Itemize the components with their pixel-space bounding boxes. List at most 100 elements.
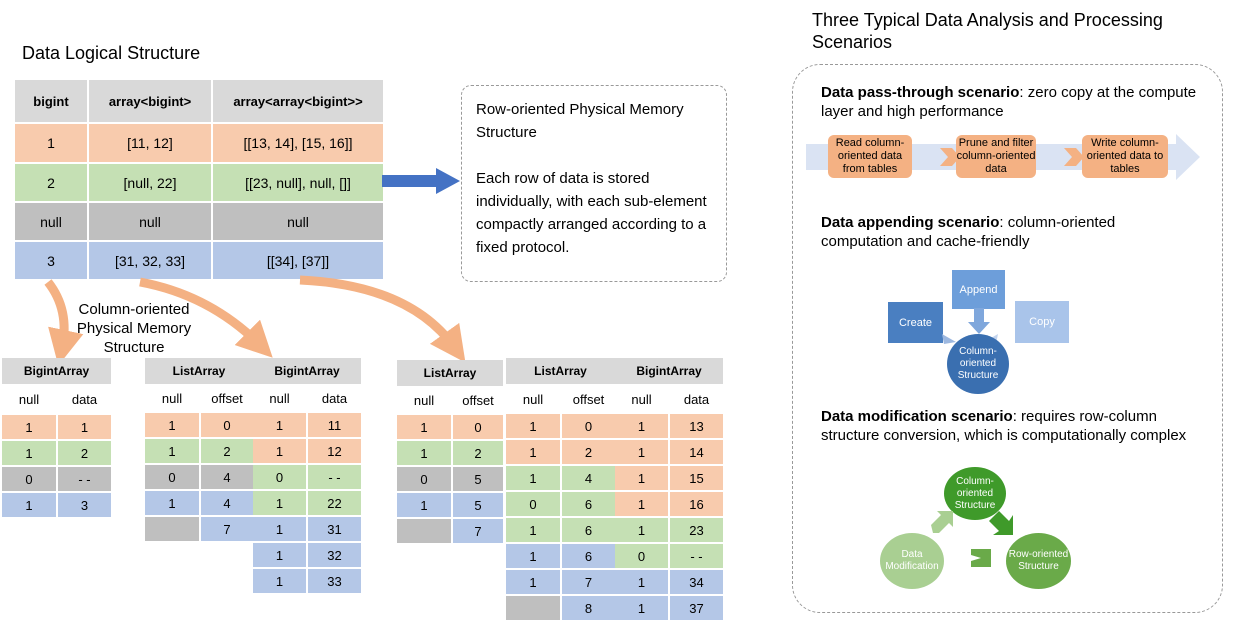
- logical-cell: 1: [15, 124, 89, 164]
- array-title: ListArray: [145, 358, 255, 386]
- array-cell: 7: [453, 519, 505, 545]
- array-cell: 1: [253, 543, 308, 569]
- flow-step-prune: Prune and filter column-oriented data: [956, 135, 1036, 178]
- row-box-title: Row-oriented Physical Memory Structure: [476, 101, 684, 141]
- column-structure-circle-1: Column-oriented Structure: [947, 334, 1009, 394]
- left-title: Data Logical Structure: [22, 43, 201, 63]
- scenario3-title: Data modification scenario: requires row…: [821, 407, 1191, 445]
- array-cell: 16: [670, 492, 725, 518]
- array-header: null: [615, 386, 670, 414]
- array-cell: 4: [201, 491, 255, 517]
- logical-cell: [11, 12]: [89, 124, 213, 164]
- array-cell: 0: [253, 465, 308, 491]
- column-structure-circle-2: Column-oriented Structure: [944, 467, 1006, 520]
- array-cell: 8: [562, 596, 617, 622]
- array-cell: 1: [506, 414, 562, 440]
- array-title: ListArray: [506, 358, 617, 386]
- array-cell: [145, 517, 201, 543]
- array-cell: 7: [562, 570, 617, 596]
- flow-step-read: Read column-oriented data from tables: [828, 135, 912, 178]
- right-title: Three Typical Data Analysis and Processi…: [812, 10, 1163, 52]
- array-cell: - -: [308, 465, 363, 491]
- array-cell: 23: [670, 518, 725, 544]
- logical-cell: null: [213, 203, 385, 242]
- array-header: null: [397, 388, 453, 415]
- array-header: offset: [201, 386, 255, 413]
- array-cell: 5: [453, 467, 505, 493]
- array-header: null: [145, 386, 201, 413]
- array-cell: 6: [562, 544, 617, 570]
- array-header: offset: [453, 388, 505, 415]
- array-title: ListArray: [397, 360, 505, 388]
- array-cell: 1: [397, 441, 453, 467]
- array-cell: 0: [397, 467, 453, 493]
- array-cell: 1: [506, 518, 562, 544]
- array-cell: 1: [506, 570, 562, 596]
- array-cell: 1: [506, 440, 562, 466]
- array-header: offset: [562, 386, 617, 414]
- array-header: null: [253, 386, 308, 413]
- array-cell: 1: [615, 518, 670, 544]
- append-box: Append: [952, 270, 1005, 309]
- array-cell: 0: [562, 414, 617, 440]
- array-cell: 3: [58, 493, 113, 519]
- logical-cell: [null, 22]: [89, 164, 213, 203]
- array-cell: 1: [253, 413, 308, 439]
- array-cell: 2: [453, 441, 505, 467]
- array-cell: 31: [308, 517, 363, 543]
- array-cell: 1: [253, 439, 308, 465]
- scenario1-desc: : zero copy at the compute layer and hig…: [821, 84, 1197, 120]
- logical-cell: 3: [15, 242, 89, 281]
- scenario1-name: Data pass-through scenario: [821, 84, 1020, 101]
- array-cell: 0: [2, 467, 58, 493]
- logical-cell: [[34], [37]]: [213, 242, 385, 281]
- flow-step-write: Write column-oriented data to tables: [1082, 135, 1168, 178]
- logical-cell: [[13, 14], [15, 16]]: [213, 124, 385, 164]
- array-cell: 4: [201, 465, 255, 491]
- scenario1-title: Data pass-through scenario: zero copy at…: [821, 83, 1201, 121]
- logical-header: array<array<bigint>>: [213, 80, 385, 124]
- array-header: null: [2, 386, 58, 415]
- row-box-body: Each row of data is stored individually,…: [476, 170, 707, 256]
- array-cell: 34: [670, 570, 725, 596]
- array-cell: 1: [145, 491, 201, 517]
- array-cell: 12: [308, 439, 363, 465]
- array-header: null: [506, 386, 562, 414]
- array-title: BigintArray: [2, 358, 113, 386]
- column-arrows: [44, 275, 466, 366]
- create-box: Create: [888, 302, 943, 343]
- array-cell: 37: [670, 596, 725, 622]
- array-cell: 1: [145, 413, 201, 439]
- array-cell: - -: [58, 467, 113, 493]
- array-cell: 1: [253, 569, 308, 595]
- array-cell: 5: [453, 493, 505, 519]
- array-cell: 1: [615, 596, 670, 622]
- array-cell: 1: [506, 466, 562, 492]
- logical-header: bigint: [15, 80, 89, 124]
- array-title: BigintArray: [615, 358, 725, 386]
- array-cell: 1: [615, 466, 670, 492]
- array-cell: 1: [253, 517, 308, 543]
- array-header: data: [58, 386, 113, 415]
- array-cell: 1: [145, 439, 201, 465]
- array-cell: 1: [506, 544, 562, 570]
- array-cell: 2: [201, 439, 255, 465]
- array-cell: 22: [308, 491, 363, 517]
- array-header: data: [308, 386, 363, 413]
- array-cell: 2: [562, 440, 617, 466]
- arrow-to-col2: [139, 277, 273, 358]
- copy-box: Copy: [1015, 301, 1069, 343]
- scenario2-name: Data appending scenario: [821, 214, 1000, 231]
- array-cell: 1: [2, 493, 58, 519]
- array-cell: 1: [58, 415, 113, 441]
- array-cell: 1: [2, 441, 58, 467]
- array-cell: 13: [670, 414, 725, 440]
- array-cell: 14: [670, 440, 725, 466]
- array-cell: [397, 519, 453, 545]
- scenario2-title: Data appending scenario: column-oriented…: [821, 213, 1181, 251]
- row-structure-circle: Row-oriented Structure: [1006, 533, 1071, 589]
- array-cell: 6: [562, 492, 617, 518]
- array-cell: 1: [397, 415, 453, 441]
- modification-cycle-arrows: [931, 511, 1013, 567]
- scenario3-desc: : requires row-column structure conversi…: [821, 408, 1187, 444]
